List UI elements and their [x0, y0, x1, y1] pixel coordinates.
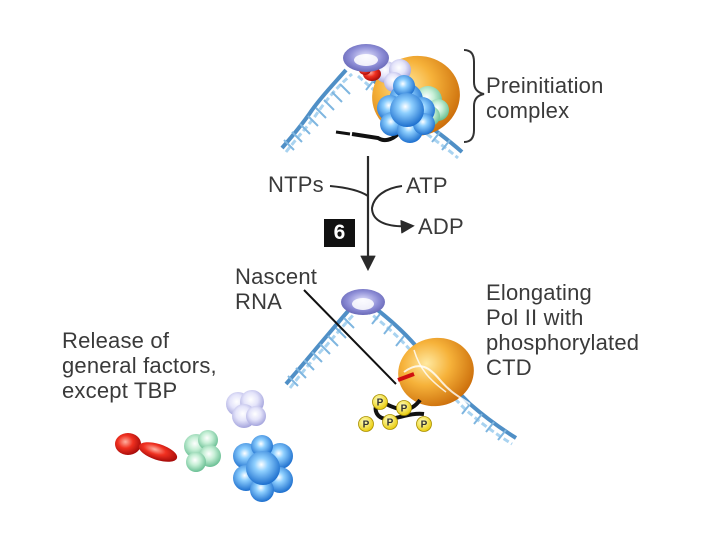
nascent-rna	[397, 372, 415, 382]
ntps-label: NTPs	[268, 172, 324, 197]
preinitiation-complex	[280, 44, 464, 160]
reaction-arrows	[329, 156, 415, 272]
blue-factor-top	[377, 75, 435, 143]
blue-factor-released	[233, 435, 293, 502]
brace	[463, 49, 485, 143]
tbp-top	[343, 44, 389, 72]
atp-adp-arrow	[370, 185, 415, 234]
phosphate-label: P	[401, 404, 408, 415]
phosphate-3: P	[358, 416, 374, 432]
nascent-rna-label: Nascent RNA	[235, 264, 318, 314]
phosphate-1: P	[372, 394, 388, 410]
released-factors	[115, 390, 293, 502]
tbp-bottom	[341, 289, 385, 315]
rna-polymerase-ii-elongating	[398, 337, 474, 407]
dna-helix-bottom-left	[284, 300, 364, 389]
phosphate-label: P	[377, 398, 384, 409]
phosphate-label: P	[363, 420, 370, 431]
nascent-rna-pointer	[303, 289, 397, 385]
ntps-arrow	[329, 185, 369, 197]
red-factor-released	[115, 433, 178, 462]
phosphate-5: P	[416, 416, 432, 432]
phosphate-label: P	[387, 418, 394, 429]
phosphate-2: P	[396, 400, 412, 416]
atp-label: ATP	[406, 173, 448, 198]
dna-helix-top-left	[280, 68, 353, 153]
lavender-factor-released	[226, 390, 266, 428]
preinitiation-complex-label: Preinitiation complex	[486, 73, 604, 123]
adp-label: ADP	[418, 214, 464, 239]
elongating-pol-ii-label: Elongating Pol II with phosphorylated CT…	[486, 280, 640, 380]
release-factors-label: Release of general factors, except TBP	[62, 328, 217, 403]
phosphate-label: P	[421, 420, 428, 431]
template-strand	[351, 132, 400, 143]
elongating-complex	[284, 289, 518, 446]
phosphate-4: P	[382, 414, 398, 430]
green-factor-released	[184, 430, 221, 472]
step-number-badge: 6	[324, 219, 355, 247]
